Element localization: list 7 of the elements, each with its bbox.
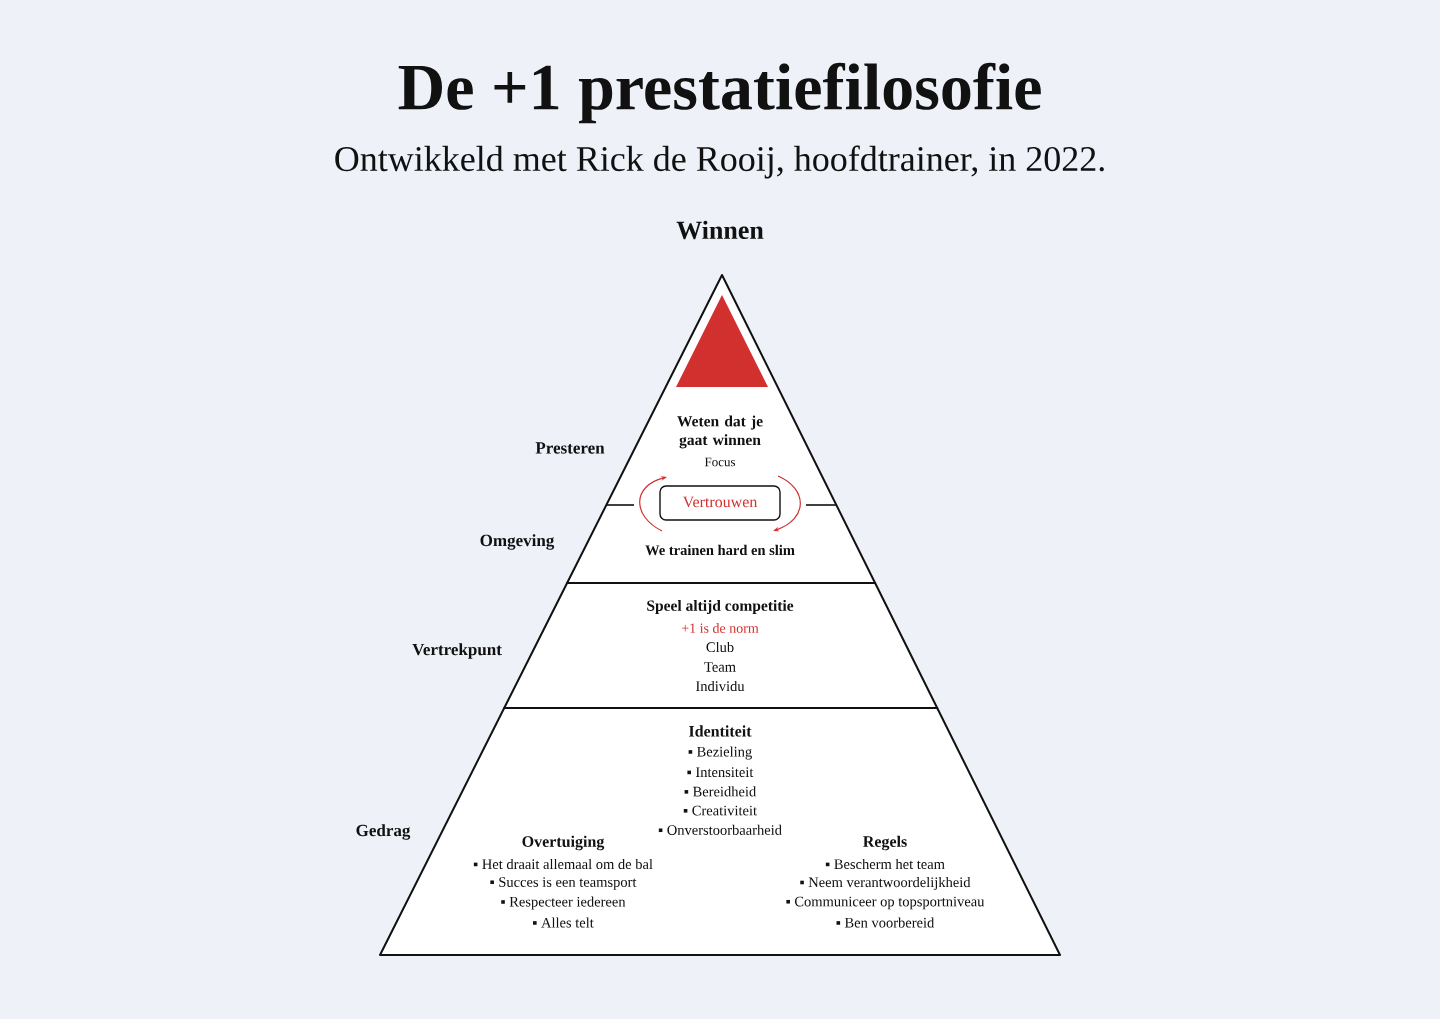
level-label: Winnen <box>676 220 764 240</box>
level-label: Vertrekpunt <box>412 643 502 659</box>
subtitle: Ontwikkeld met Rick de Rooij, hoofdtrainer, in 2022. <box>335 145 1104 179</box>
label-box: Vertrouwen <box>659 485 781 521</box>
level-label: Omgeving <box>480 534 555 550</box>
pyramid-layer: Speel altijd competitie +1 is de norm Club Team Individu <box>503 582 939 709</box>
title: De +1 prestatiefilosofie <box>398 62 1041 124</box>
